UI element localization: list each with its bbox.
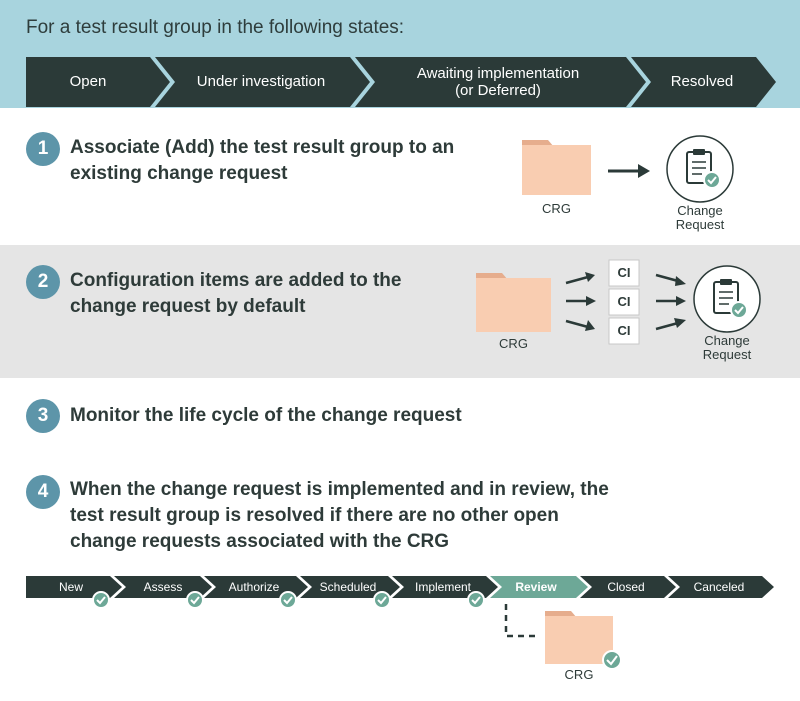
check-icon	[279, 591, 297, 609]
lifecycle-label-review: Review	[515, 580, 557, 594]
ci-box-1	[608, 259, 640, 287]
step-3-text: Monitor the life cycle of the change req…	[70, 405, 462, 426]
check-icon	[373, 591, 391, 609]
step-2-arrows-to-cr	[655, 273, 686, 331]
step-2-text: Configuration items are added to the cha…	[70, 270, 402, 317]
step-2-change-request-label: Change Request	[702, 333, 752, 362]
step-1-folder-icon	[522, 140, 591, 195]
lifecycle-assess	[114, 576, 212, 598]
lifecycle-label-new: New	[58, 580, 83, 594]
state-label-resolved: Resolved	[670, 73, 734, 90]
step-2-band	[0, 245, 800, 378]
lifecycle-label-scheduled: Scheduled	[319, 580, 377, 594]
lifecycle-label-canceled: Canceled	[693, 580, 745, 594]
step-4-badge: 4	[26, 475, 60, 509]
ci-label-2: CI	[617, 294, 631, 309]
state-label-awaiting: Awaiting implementation (or Deferred)	[416, 65, 580, 99]
step-1-badge: 1	[26, 132, 60, 166]
check-icon	[467, 591, 485, 609]
step-4-text: When the change request is implemented a…	[70, 479, 609, 552]
ci-label-1: CI	[617, 265, 631, 280]
lifecycle-label-assess: Assess	[143, 580, 183, 594]
state-chevron-under-investigation	[155, 57, 370, 107]
step-1-change-request-label: Change Request	[675, 203, 725, 232]
step-2-badge: 2	[26, 265, 60, 299]
state-chevron-open	[26, 57, 170, 107]
step-1-arrow-icon	[608, 164, 650, 178]
state-label-open: Open	[69, 73, 107, 90]
step-2-arrows-to-ci	[565, 272, 596, 331]
lifecycle-closed	[580, 576, 676, 598]
step-2-crg-label: CRG	[499, 336, 528, 351]
ci-label-3: CI	[617, 323, 631, 338]
lifecycle-label-closed: Closed	[607, 580, 645, 594]
header-title: For a test result group in the following…	[26, 17, 405, 38]
step-1-text: Associate (Add) the test result group to…	[70, 137, 455, 184]
lifecycle-canceled	[668, 576, 774, 598]
ci-boxes	[608, 259, 640, 345]
lifecycle-chevrons	[26, 576, 774, 598]
ci-box-3	[608, 317, 640, 345]
step-2-folder-icon	[476, 273, 551, 332]
lifecycle-scheduled	[300, 576, 400, 598]
state-chevron-resolved	[631, 57, 776, 107]
check-icon	[186, 591, 204, 609]
lifecycle-review	[490, 576, 588, 598]
step-3-badge: 3	[26, 399, 60, 433]
step-2-change-request-icon	[693, 265, 761, 333]
step-1-crg-label: CRG	[542, 201, 571, 216]
check-icon	[92, 591, 110, 609]
step-4-folder-icon	[545, 611, 622, 670]
ci-box-2	[608, 288, 640, 316]
lifecycle-checks	[92, 591, 485, 609]
review-connector	[504, 604, 540, 638]
lifecycle-label-implement: Implement	[414, 580, 472, 594]
step-4-crg-label: CRG	[564, 667, 594, 682]
state-chevrons	[26, 57, 776, 107]
lifecycle-label-authorize: Authorize	[228, 580, 280, 594]
state-label-under-investigation: Under investigation	[196, 73, 326, 90]
state-chevron-awaiting	[355, 57, 646, 107]
lifecycle-authorize	[204, 576, 308, 598]
step-1-change-request-icon	[666, 135, 734, 203]
